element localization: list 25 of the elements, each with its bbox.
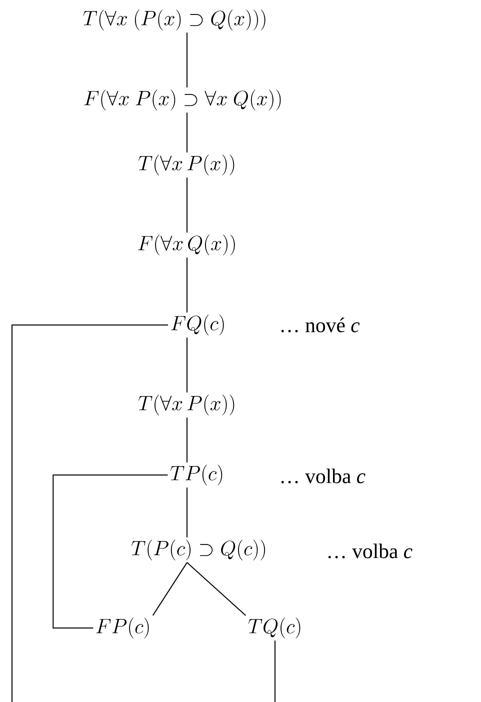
formula: $TP(c)$: [170, 464, 222, 486]
branch-line: [186, 487, 188, 538]
formula: $FQ(c)$: [171, 314, 224, 336]
formula: $TQ(c)$: [248, 618, 300, 638]
bracket-line: [12, 324, 169, 702]
branch-line: [186, 257, 188, 313]
branch-line: [186, 32, 188, 88]
formula: $FP(c)$: [96, 618, 149, 638]
formula: $T(\forall x\, P(x))$: [138, 394, 234, 416]
branch-line: [186, 337, 188, 393]
annotation: … volba c: [328, 544, 412, 558]
annotation: … volba c: [281, 468, 366, 484]
branch-line: [186, 177, 188, 233]
branch-line: [186, 417, 188, 463]
formula: $T(P(c)\supset Q(c))$: [132, 540, 266, 560]
branch-line: [186, 562, 246, 616]
bracket-line: [52, 474, 168, 628]
formula: $T(\forall x\, P(x))$: [138, 154, 234, 176]
branch-line: [186, 112, 188, 153]
bracket-line: [274, 640, 276, 702]
formula: $F(\forall x\, Q(x))$: [138, 234, 235, 256]
formula: $F(\forall x\ P(x)\supset \forall x\ Q(x))$: [84, 90, 281, 110]
branch-line: [152, 562, 188, 616]
annotation: … nové c: [281, 318, 360, 332]
formula: $T(\forall x\ (P(x)\supset Q(x)))$: [83, 10, 266, 30]
